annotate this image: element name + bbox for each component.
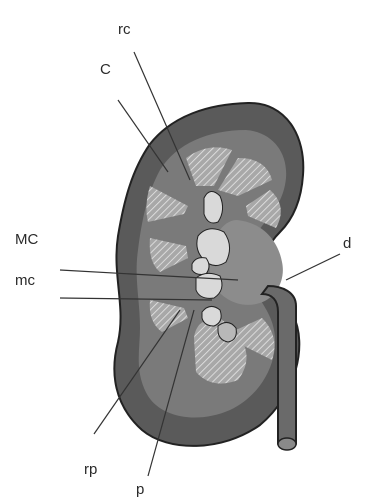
leader-line-d <box>286 254 340 280</box>
minor-calyx-middle <box>192 258 209 275</box>
label-p: p <box>136 482 144 497</box>
label-d: d <box>343 236 351 251</box>
label-rp: rp <box>84 462 97 477</box>
label-mc: mc <box>15 273 35 288</box>
minor-calyx-upper <box>204 191 223 223</box>
minor-calyx-bottom <box>202 306 221 326</box>
label-MC: MC <box>15 232 38 247</box>
minor-calyx-lower <box>196 273 222 298</box>
label-C: C <box>100 62 111 77</box>
label-rc: rc <box>118 22 131 37</box>
ureter-end <box>278 438 296 450</box>
